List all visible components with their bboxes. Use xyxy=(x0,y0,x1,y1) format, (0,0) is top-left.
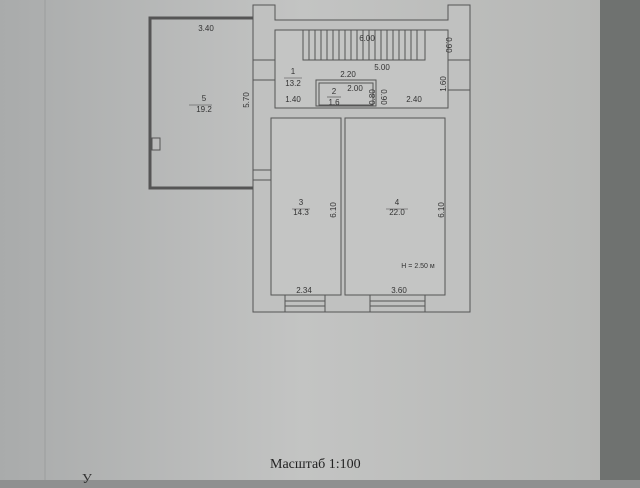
dim-closet-depth: 0.90 xyxy=(379,89,388,105)
building-walls xyxy=(252,4,471,313)
room-3 xyxy=(270,117,342,296)
dim-closet-door: 0.80 xyxy=(368,89,377,105)
stairs xyxy=(302,29,426,61)
room-5-area: 19.2 xyxy=(196,105,212,114)
dim-room4-height: 6.10 xyxy=(437,202,446,218)
dim-closet-inner: 2.00 xyxy=(347,84,363,93)
room-3-number: 3 xyxy=(299,198,304,207)
room-1-number: 1 xyxy=(291,67,296,76)
dim-room4-width: 3.60 xyxy=(391,286,407,295)
room-5-outline xyxy=(148,16,255,190)
room-4 xyxy=(344,117,446,296)
room-2 xyxy=(315,79,377,107)
cut-off-text: У xyxy=(82,472,92,487)
room-2-area: 1.6 xyxy=(328,98,340,107)
room-4-area: 22.0 xyxy=(389,208,405,217)
dim-right-opening: 1.60 xyxy=(439,76,448,92)
room-2-number: 2 xyxy=(332,87,337,96)
dim-stairs-length: 6.00 xyxy=(359,34,375,43)
dim-stairs-width: 0.90 xyxy=(444,37,453,53)
dim-room5-height: 5.70 xyxy=(242,92,251,108)
entrance-steps xyxy=(284,294,426,313)
desk-edge xyxy=(600,0,640,480)
dim-room3-width: 2.34 xyxy=(296,286,312,295)
dim-room3-height: 6.10 xyxy=(329,202,338,218)
room-labels xyxy=(189,77,408,210)
room-1-area: 13.2 xyxy=(285,79,301,88)
dim-room5-width: 3.40 xyxy=(198,24,214,33)
scale-caption: Масштаб 1:100 xyxy=(270,457,361,472)
dim-hall-length: 5.00 xyxy=(374,63,390,72)
dim-door-left: 1.40 xyxy=(285,95,301,104)
room-5-number: 5 xyxy=(202,94,207,103)
ceiling-height: H = 2.50 м xyxy=(401,263,435,270)
room-3-area: 14.3 xyxy=(293,208,309,217)
dim-closet-top: 2.20 xyxy=(340,70,356,79)
dim-door-right: 2.40 xyxy=(406,95,422,104)
room-4-number: 4 xyxy=(395,198,400,207)
